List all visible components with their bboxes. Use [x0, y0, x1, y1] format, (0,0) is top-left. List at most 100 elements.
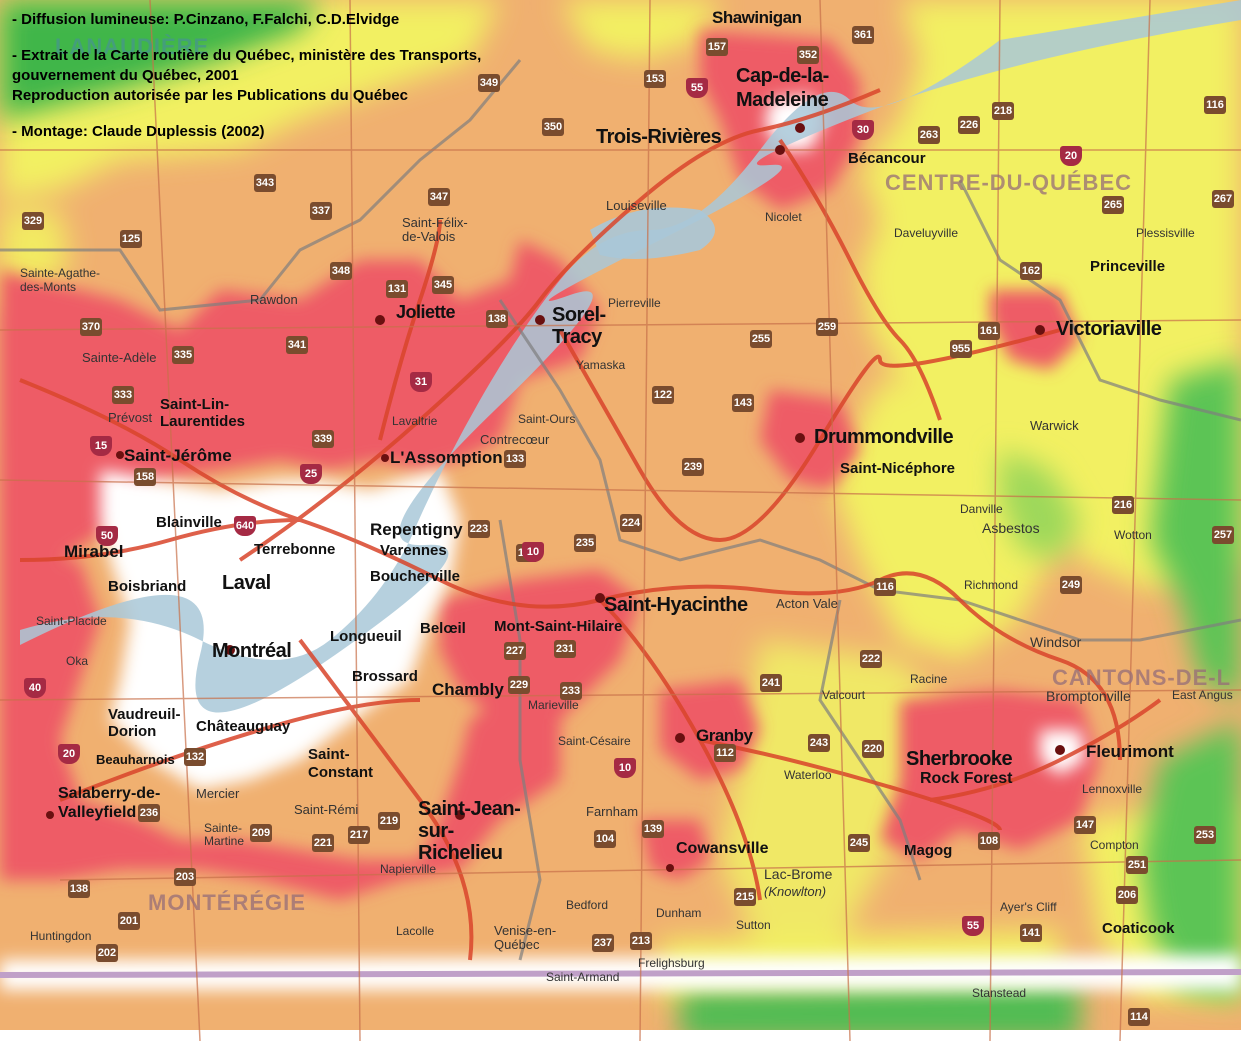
- route-shield: 345: [432, 276, 454, 294]
- city-label-magog: Magog: [904, 842, 953, 859]
- route-shield: 253: [1194, 826, 1216, 844]
- city-label-l-assomption: L'Assomption: [390, 448, 503, 467]
- route-shield: 255: [750, 330, 772, 348]
- city-label-trois-rivieres: Trois-Rivières: [596, 126, 722, 148]
- city-label-saint-ours: Saint-Ours: [518, 412, 576, 426]
- route-shield: 147: [1074, 816, 1096, 834]
- city-label-richmond: Richmond: [964, 578, 1019, 592]
- route-shield: 114: [1128, 1008, 1150, 1026]
- route-shield: 236: [138, 804, 160, 822]
- city-label-saint-nicephore: Saint-Nicéphore: [840, 460, 956, 477]
- route-shield: 215: [734, 888, 756, 906]
- city-label-saint-armand: Saint-Armand: [546, 970, 620, 984]
- route-shield: 223: [468, 520, 490, 538]
- city-label-granby: Granby: [696, 726, 753, 745]
- route-shield: 116: [1204, 96, 1226, 114]
- route-shield: 235: [574, 534, 596, 552]
- city-label-fleurimont: Fleurimont: [1086, 742, 1174, 761]
- route-shield: 209: [250, 824, 272, 842]
- route-shield: 108: [978, 832, 1000, 850]
- route-shield: 347: [428, 188, 450, 206]
- city-label-brossard: Brossard: [352, 668, 418, 685]
- city-label-huntingdon: Huntingdon: [30, 929, 92, 943]
- city-label-sutton: Sutton: [736, 918, 771, 932]
- route-shield: 349: [478, 74, 500, 92]
- route-shield: 341: [286, 336, 308, 354]
- route-shield: 226: [958, 116, 980, 134]
- highway-shield: 25: [300, 464, 322, 484]
- city-label-contrecoeur: Contrecœur: [480, 432, 550, 447]
- map-credits: - Diffusion lumineuse: P.Cinzano, F.Falc…: [12, 10, 481, 142]
- city-label-chateauguay: Châteauguay: [196, 718, 291, 735]
- route-shield: 133: [504, 450, 526, 468]
- credit-road-map: - Extrait de la Carte routière du Québec…: [12, 47, 482, 64]
- route-shield: 243: [808, 734, 830, 752]
- city-label-knowlton: (Knowlton): [764, 884, 827, 899]
- route-shield: 217: [348, 826, 370, 844]
- city-label-saint-hyacinthe: Saint-Hyacinthe: [604, 594, 748, 616]
- city-label-saint-cesaire: Saint-Césaire: [558, 734, 631, 748]
- route-shield: 224: [620, 514, 642, 532]
- city-label-compton: Compton: [1090, 838, 1139, 852]
- city-label-dunham: Dunham: [656, 906, 702, 920]
- city-label-lac-brome: Lac-Brome: [764, 866, 833, 882]
- route-shield: 237: [592, 934, 614, 952]
- highway-shield: 20: [1060, 146, 1082, 166]
- city-label-chambly: Chambly: [432, 680, 504, 699]
- city-label-asbestos: Asbestos: [982, 520, 1040, 536]
- route-shield: 141: [1020, 924, 1042, 942]
- city-label-venise-en-quebec: Venise-en-Québec: [494, 923, 557, 952]
- route-shield: 201: [118, 912, 140, 930]
- city-label-beauharnois: Beauharnois: [96, 752, 175, 767]
- city-label-vaudreuil-dorion: Vaudreuil-Dorion: [108, 706, 181, 740]
- main-roads: [19, 88, 1162, 961]
- city-label-stanstead: Stanstead: [972, 986, 1027, 1000]
- credit-reproduction: Reproduction autorisée par les Publicati…: [12, 87, 408, 104]
- credit-light-diffusion: - Diffusion lumineuse: P.Cinzano, F.Falc…: [12, 11, 400, 28]
- city-label-longueuil: Longueuil: [330, 628, 402, 645]
- city-label-frelighsburg: Frelighsburg: [638, 956, 705, 970]
- highway-shield: 55: [962, 916, 984, 936]
- city-markers: [46, 123, 1065, 872]
- route-shield: 138: [68, 880, 90, 898]
- route-shield: 233: [560, 682, 582, 700]
- city-label-saint-constant: Saint-Constant: [308, 746, 373, 781]
- city-label-marieville: Marieville: [528, 698, 579, 712]
- city-label-repentigny: Repentigny: [370, 520, 463, 539]
- route-shield: 239: [682, 458, 704, 476]
- city-label-becancour: Bécancour: [848, 150, 926, 167]
- route-shield: 259: [816, 318, 838, 336]
- region-label-monteregie: MONTÉRÉGIE: [148, 890, 306, 915]
- city-label-louiseville: Louiseville: [606, 198, 667, 213]
- city-label-rock-forest: Rock Forest: [920, 770, 1013, 787]
- city-label-coaticook: Coaticook: [1102, 920, 1175, 937]
- city-label-waterloo: Waterloo: [784, 768, 832, 782]
- route-shield: 241: [760, 674, 782, 692]
- route-shield: 265: [1102, 196, 1124, 214]
- st-lawrence-river: [20, 0, 1241, 713]
- city-label-joliette: Joliette: [396, 302, 456, 322]
- route-shield: 352: [797, 46, 819, 64]
- city-label-sherbrooke: Sherbrooke: [906, 748, 1013, 770]
- route-shield: 231: [554, 640, 576, 658]
- route-shield: 251: [1126, 856, 1148, 874]
- city-label-saint-remi: Saint-Rémi: [294, 802, 359, 817]
- city-label-boisbriand: Boisbriand: [108, 578, 187, 595]
- city-label-varennes: Varennes: [380, 542, 447, 559]
- city-label-beloeil: Belœil: [420, 620, 466, 637]
- city-label-terrebonne: Terrebonne: [254, 541, 336, 558]
- city-label-saint-felix-de-valois: Saint-Félix-de-Valois: [402, 215, 468, 244]
- city-label-bedford: Bedford: [566, 898, 609, 912]
- us-border-line: [0, 969, 1241, 978]
- region-label-lanaudiere: LANAUDIÈRE: [55, 34, 210, 59]
- route-shield: 343: [254, 174, 276, 192]
- route-shield: 370: [80, 318, 102, 336]
- city-label-drummondville: Drummondville: [814, 426, 954, 448]
- city-label-montreal: Montréal: [212, 640, 292, 662]
- route-shield: 333: [112, 386, 134, 404]
- city-label-acton-vale: Acton Vale: [776, 596, 838, 611]
- route-shield: 257: [1212, 526, 1234, 544]
- route-shield: 361: [852, 26, 874, 44]
